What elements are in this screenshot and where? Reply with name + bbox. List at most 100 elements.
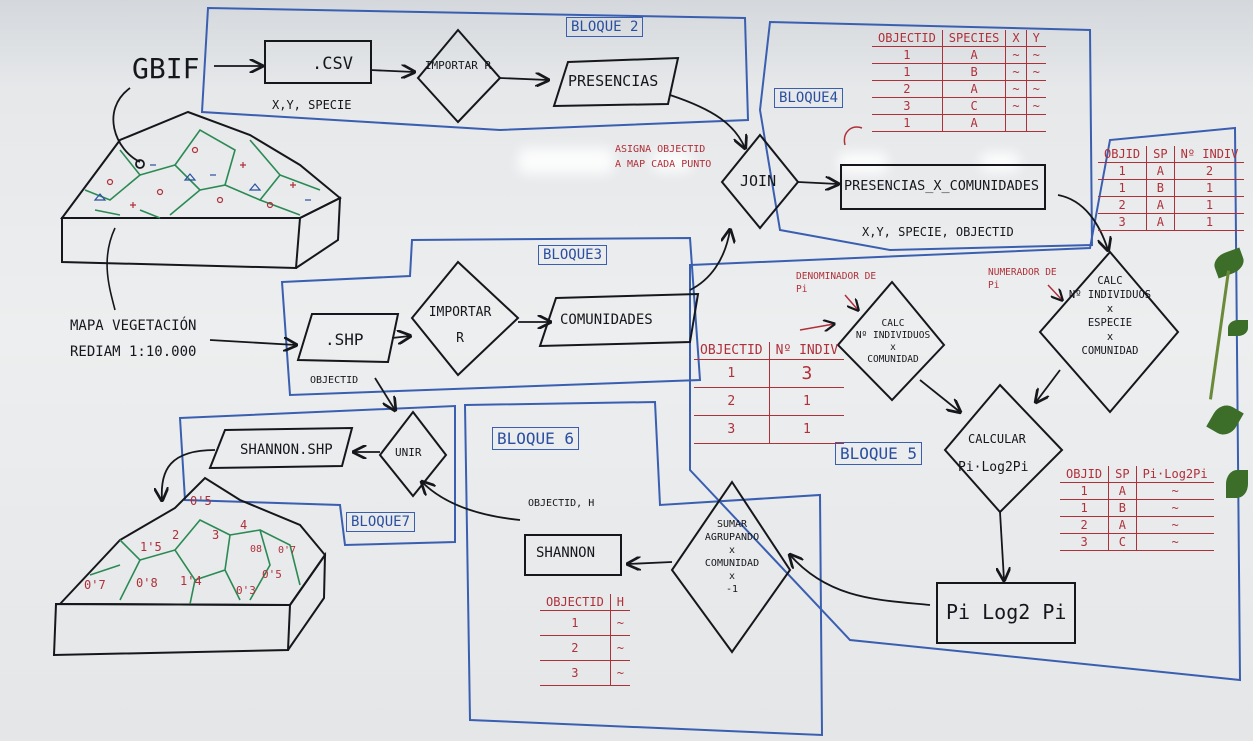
line: x: [728, 545, 736, 556]
diamond-sumar: [670, 480, 792, 654]
bloque4-label: BLOQUE4: [774, 88, 844, 108]
th: OBJECTID: [694, 342, 770, 360]
glare: [980, 152, 1020, 172]
th: OBJID: [1098, 146, 1148, 163]
plant-leaf: [1228, 320, 1248, 336]
presencias-label: PRESENCIAS: [568, 72, 659, 90]
diamond-join: [720, 133, 800, 230]
glare: [838, 152, 888, 174]
th: OBJECTID: [872, 30, 943, 47]
importar-r-2-label: IMPORTAR R: [428, 305, 492, 346]
th: Y: [1025, 30, 1046, 47]
map-value: 0'8: [136, 576, 158, 590]
calcular-label: CALCULAR: [968, 432, 1026, 446]
diamond-importar-1: [416, 28, 502, 124]
glare: [652, 150, 692, 172]
gbif-label: GBIF: [132, 52, 200, 85]
table-row: 3~: [540, 660, 631, 686]
th: Nº INDIV: [1173, 146, 1245, 163]
calc-comunidad-text: CALC Nº INDIVIDUOS x COMUNIDAD: [848, 318, 938, 366]
diamond-calc-comunidad: [836, 280, 946, 402]
map-value: 0'7: [278, 545, 297, 556]
shannon-fields: OBJECTID, H: [528, 498, 595, 509]
map-value: 1'4: [180, 574, 202, 588]
line: x: [1106, 331, 1114, 343]
th: SP: [1108, 466, 1137, 483]
shannon-label: SHANNON: [536, 545, 596, 561]
th: SP: [1146, 146, 1175, 163]
map-value: 0'7: [84, 578, 106, 592]
map-value: 2: [172, 528, 180, 542]
th: SPECIES: [941, 30, 1007, 47]
table-row: 2~: [540, 635, 631, 661]
diamond-calcular: [943, 383, 1064, 514]
line: Nº INDIVIDUOS: [855, 330, 931, 341]
line: AGRUPANDO: [704, 532, 760, 543]
shp-field: OBJECTID: [310, 375, 359, 386]
importar-r-1-label: IMPORTAR R: [424, 59, 492, 72]
glare: [518, 148, 614, 174]
sumar-text: SUMAR AGRUPANDO x COMUNIDAD x -1: [684, 518, 780, 596]
line: x: [1106, 303, 1114, 315]
line: CALC: [881, 318, 905, 329]
shannon-box: [524, 534, 622, 576]
map-value: 0'3: [236, 584, 256, 597]
shp-label: .SHP: [325, 330, 364, 349]
bloque2-label: BLOQUE 2: [566, 17, 644, 37]
unir-label: UNIR: [395, 446, 422, 459]
line: COMUNIDAD: [1081, 345, 1139, 357]
th: X: [1005, 30, 1027, 47]
h-table: OBJECTID H 1~ 2~ 3~: [540, 594, 631, 686]
line: CALC: [1097, 275, 1123, 287]
map-value: 3: [212, 528, 220, 542]
map-value: 0'5: [262, 568, 282, 581]
map-value: 08: [250, 544, 263, 555]
table-row: 1~: [540, 610, 631, 636]
presencias-x-comunidades-box: [840, 164, 1046, 210]
mapa-vegetacion-label: MAPA VEGETACIÓN: [70, 318, 197, 334]
th: OBJECTID: [540, 594, 611, 611]
th: Pi·Log2Pi: [1135, 466, 1214, 483]
bloque3-label: BLOQUE3: [538, 245, 608, 265]
bloque7-label: BLOQUE7: [346, 512, 416, 532]
shannon-shp-label: SHANNON.SHP: [240, 442, 333, 458]
line: Nº INDIVIDUOS: [1068, 289, 1152, 301]
plant-leaf: [1226, 470, 1248, 498]
diamond-importar-2: [410, 260, 520, 377]
bloque6-label: BLOQUE 6: [492, 427, 580, 450]
line: x: [890, 342, 896, 353]
th: Nº INDIV: [768, 342, 845, 360]
rediam-label: REDIAM 1:10.000: [70, 344, 197, 360]
csv-box: [264, 40, 372, 84]
pi-log-label: Pi Log2 Pi: [946, 600, 1067, 624]
th: H: [609, 594, 631, 611]
pxc-fields: X,Y, SPECIE, OBJECTID: [862, 225, 1014, 239]
numerador-note: NUMERADOR DE Pi: [988, 267, 1057, 291]
map-value: 1'5: [140, 540, 162, 554]
map-value: 4: [240, 518, 248, 532]
pi-log-box: [936, 582, 1076, 644]
th: OBJID: [1060, 466, 1110, 483]
denominador-note: DENOMINADOR DE Pi: [796, 271, 877, 295]
line: COMUNIDAD: [867, 354, 919, 365]
csv-fields: X,Y, SPECIE: [272, 98, 352, 112]
pi-formula-label: Pi·Log2Pi: [958, 460, 1029, 475]
diamond-unir: [378, 410, 448, 498]
